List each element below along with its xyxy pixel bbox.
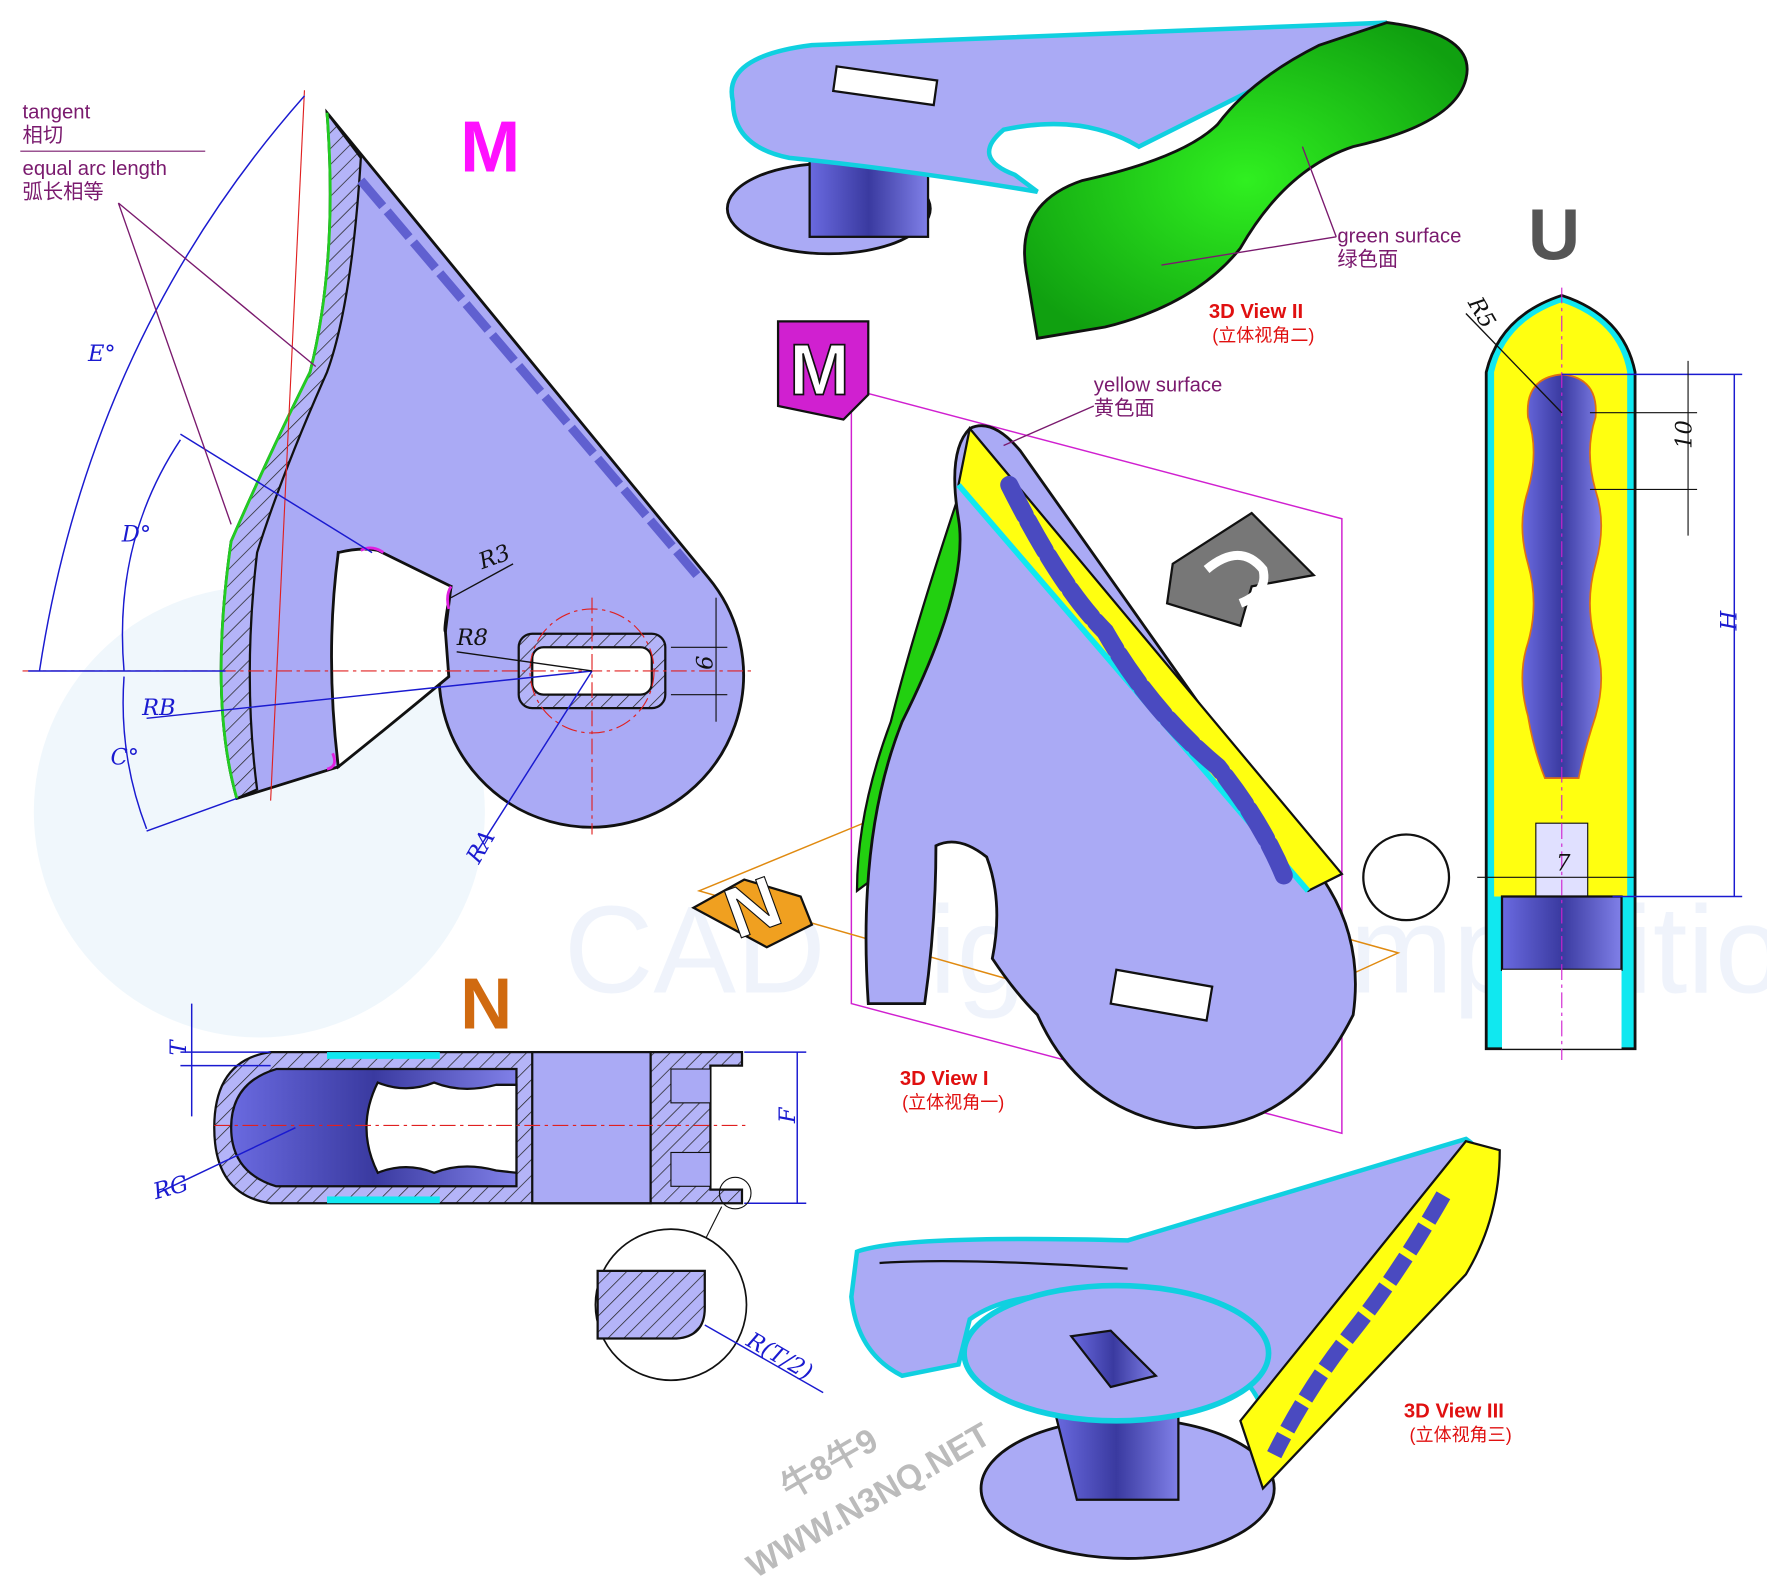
u-view-drawing: R5 10 H 7 — [1362, 287, 1743, 1061]
tangent-label-cn: 相切 — [23, 124, 64, 147]
dim-h: H — [1717, 609, 1743, 631]
dim-e-angle: E° — [87, 341, 116, 367]
green-edge — [219, 112, 332, 799]
dim-d-angle: D° — [121, 521, 151, 547]
view-i-body — [864, 424, 1357, 1130]
view-iii-title: 3D View III — [1404, 1400, 1504, 1422]
equal-arc-label: equal arc length — [23, 158, 167, 180]
tangent-annotation: tangent 相切 equal arc length 弧长相等 — [20, 101, 317, 525]
dim-rb: RB — [141, 695, 176, 721]
site-watermark: 牛8牛9 WWW.N3NQ.NET — [741, 1415, 998, 1581]
3d-view-iii — [849, 1136, 1501, 1560]
dim-6: 6 — [693, 655, 719, 669]
n-view-drawing: T F RG — [150, 1003, 807, 1241]
m-view-body — [219, 108, 745, 829]
m-view-drawing: E° D° C° RB RA R3 R8 6 — [22, 90, 754, 869]
yellow-surface-label: yellow surface — [1094, 374, 1223, 396]
m-tag-icon: M — [776, 320, 870, 421]
3d-view-i — [696, 388, 1401, 1135]
view-i-title: 3D View I — [900, 1068, 989, 1090]
u-direction-arrow-icon — [1165, 511, 1317, 628]
tangent-label: tangent — [23, 101, 91, 123]
label-m: M — [460, 107, 520, 187]
yellow-surface-label-cn: 黄色面 — [1094, 397, 1155, 420]
dim-t: T — [166, 1038, 192, 1055]
dim-r8: R8 — [456, 625, 488, 651]
dim-rg: RG — [150, 1171, 192, 1205]
dim-f: F — [775, 1106, 801, 1124]
equal-arc-label-cn: 弧长相等 — [23, 180, 104, 203]
view-ii-subtitle: (立体视角二) — [1212, 326, 1314, 346]
view-iii-subtitle: (立体视角三) — [1410, 1425, 1512, 1445]
dim-r5: R5 — [1462, 292, 1501, 333]
dim-7: 7 — [1556, 851, 1571, 877]
green-surface-label-cn: 绿色面 — [1337, 248, 1398, 271]
dim-c-angle: C° — [111, 745, 140, 771]
green-surface — [1023, 21, 1469, 340]
3d-view-ii — [725, 20, 1469, 340]
dim-10: 10 — [1671, 420, 1697, 449]
view-iii-yellow-surface — [1239, 1139, 1501, 1491]
label-u: U — [1528, 195, 1580, 275]
view-ii-title: 3D View II — [1209, 301, 1303, 323]
detail-r-t2: R(T/2) — [594, 1228, 824, 1394]
green-surface-label: green surface — [1337, 225, 1461, 247]
view-i-subtitle: (立体视角一) — [902, 1092, 1004, 1112]
m-tag-label: M — [789, 331, 849, 411]
label-n: N — [460, 964, 512, 1044]
dim-r-t2: R(T/2) — [741, 1327, 817, 1386]
